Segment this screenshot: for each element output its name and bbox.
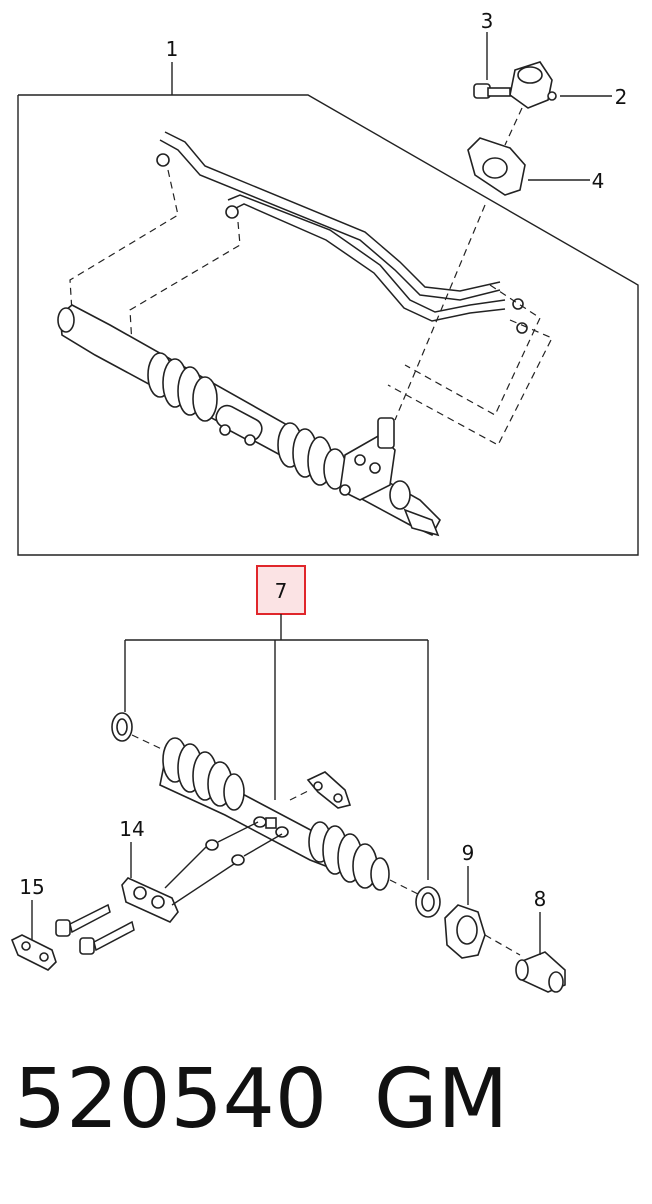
- boot-upper-right: [277, 422, 347, 490]
- boot-upper-left: [147, 352, 218, 422]
- callout-14: 14: [119, 817, 144, 841]
- bolt-3: [473, 32, 511, 99]
- mount-4: [467, 137, 590, 196]
- assembly-frame-1: [17, 62, 639, 556]
- callout-1: 1: [166, 37, 179, 61]
- callout-7-highlight: 7: [256, 565, 306, 615]
- boot-lower-right: [308, 821, 390, 891]
- callout-2: 2: [615, 85, 628, 109]
- callout-3: 3: [481, 9, 494, 33]
- pipe-dash-leaders: [69, 169, 553, 446]
- brand-name: GM: [374, 1052, 509, 1147]
- clamp-14: [121, 821, 283, 923]
- callout-4: 4: [592, 169, 605, 193]
- boot-lower-left: [162, 737, 245, 811]
- bolts-lower: [55, 903, 135, 955]
- callout-7-leaders: [124, 614, 429, 880]
- callout-9: 9: [462, 841, 475, 865]
- callout-8: 8: [534, 887, 547, 911]
- footer-label: 520540 GM: [14, 1052, 508, 1152]
- bushing-9: [444, 866, 521, 959]
- bracket-2: [504, 61, 612, 146]
- sleeve-8: [515, 912, 566, 993]
- part-number: 520540: [14, 1052, 328, 1147]
- callout-15: 15: [19, 875, 44, 899]
- steering-rack-upper: [57, 304, 441, 537]
- steering-rack-lower: [111, 712, 441, 918]
- gasket-15: [10, 900, 57, 971]
- callout-7: 7: [275, 579, 288, 603]
